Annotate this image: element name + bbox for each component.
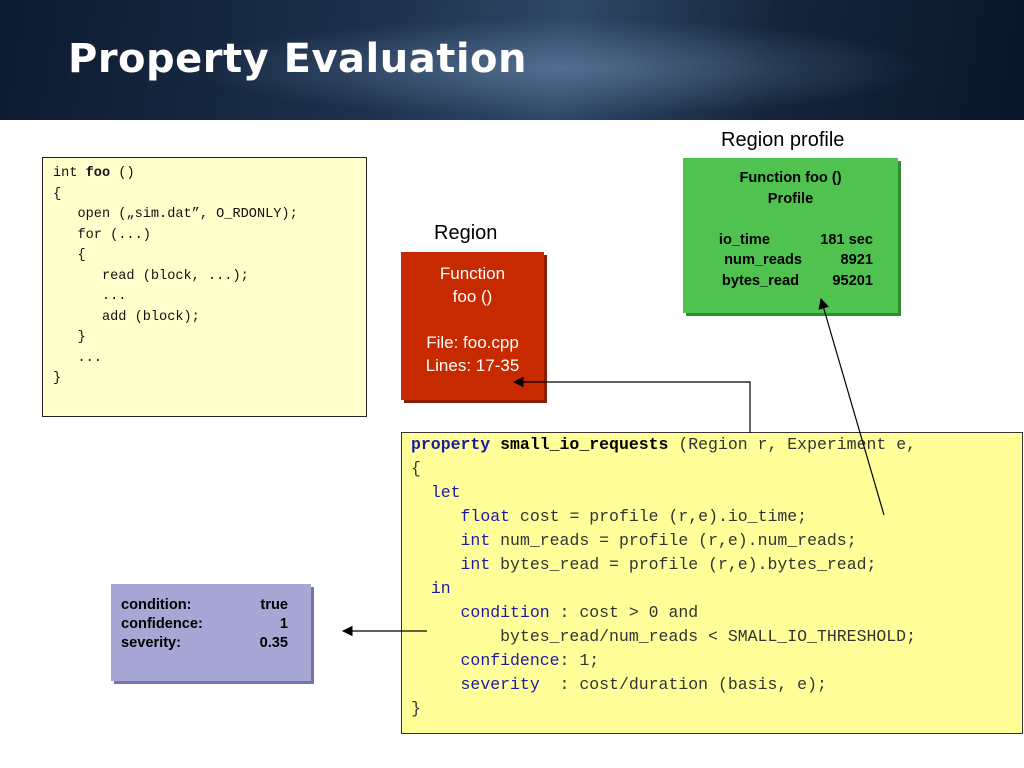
property-code-line: { (411, 457, 1013, 481)
code-token: property (411, 435, 491, 454)
profile-row: io_time 181 sec (683, 230, 898, 251)
arrow-property-to-region (512, 376, 751, 433)
profile-value: 181 sec (820, 231, 873, 248)
result-value: true (260, 597, 288, 613)
code-line: for (...) (53, 226, 356, 247)
code-token: int (53, 166, 86, 181)
code-token: int (460, 531, 491, 550)
property-code-line: severity : cost/duration (basis, e); (411, 673, 1013, 697)
code-token: open („sim.dat”, O_RDONLY); (53, 207, 298, 222)
property-code-line: int bytes_read = profile (r,e).bytes_rea… (411, 553, 1013, 577)
property-code-line: bytes_read/num_reads < SMALL_IO_THRESHOL… (411, 625, 1013, 649)
property-code-line: confidence: 1; (411, 649, 1013, 673)
property-code-line: } (411, 697, 1013, 721)
result-value: 1 (279, 616, 288, 632)
code-token: let (430, 483, 461, 502)
profile-value: 8921 (840, 252, 873, 268)
code-line: { (53, 246, 356, 267)
code-token: float (460, 507, 511, 526)
code-token: : cost > 0 and (549, 603, 699, 622)
code-line: } (53, 328, 356, 349)
property-code-line: in (411, 577, 1013, 601)
profile-row: num_reads 8921 (683, 250, 898, 271)
arrow-property-to-profile (818, 297, 885, 516)
code-token: in (430, 579, 451, 598)
result-row: severity: 0.35 (121, 634, 311, 653)
profile-row: bytes_read 95201 (683, 271, 898, 292)
result-key: confidence: (121, 616, 203, 632)
code-token: for (...) (53, 227, 151, 243)
region-lines: Lines: 17-35 (425, 356, 520, 375)
code-token: { (411, 459, 421, 478)
profile-heading-function: Function foo () (739, 170, 842, 186)
region-profile-caption: Region profile (721, 129, 845, 151)
code-token: } (53, 371, 62, 386)
code-token: read (block, ...); (53, 268, 249, 284)
property-definition-box: property small_io_requests (Region r, Ex… (401, 432, 1023, 734)
result-key: severity: (121, 635, 182, 651)
source-code-box: int foo (){ open („sim.dat”, O_RDONLY); … (42, 157, 367, 417)
code-token: cost = profile (r,e).io_time; (510, 507, 808, 526)
code-token: { (53, 186, 62, 202)
evaluation-result-card: condition: true confidence: 1 severity: … (111, 584, 311, 681)
code-line: open („sim.dat”, O_RDONLY); (53, 205, 356, 226)
profile-heading-label: Profile (767, 190, 814, 207)
result-key: condition: (121, 597, 192, 613)
code-token: condition (460, 603, 550, 622)
code-token: int (460, 555, 491, 574)
region-function-label: Function (439, 264, 506, 283)
profile-key: io_time (718, 231, 770, 248)
code-token: : 1; (559, 651, 600, 670)
region-function-name: foo () (452, 287, 493, 306)
code-token: add (block); (53, 309, 200, 325)
code-token: } (53, 330, 86, 345)
code-token: ... (53, 289, 127, 304)
code-token: num_reads = profile (r,e).num_reads; (490, 531, 857, 550)
profile-key: num_reads (724, 252, 802, 268)
property-code-line: let (411, 481, 1013, 505)
code-token: small_io_requests (500, 435, 669, 454)
code-line: ... (53, 349, 356, 370)
profile-key: bytes_read (721, 272, 799, 289)
region-caption: Region (434, 222, 498, 244)
code-token: : cost/duration (basis, e); (539, 675, 827, 694)
result-row: confidence: 1 (121, 615, 311, 634)
result-value: 0.35 (259, 635, 288, 651)
property-code-line: int num_reads = profile (r,e).num_reads; (411, 529, 1013, 553)
property-code-line: condition : cost > 0 and (411, 601, 1013, 625)
code-token: bytes_read/num_reads < SMALL_IO_THRESHOL… (411, 627, 916, 646)
result-row: condition: true (121, 596, 311, 615)
code-token: confidence (460, 651, 560, 670)
code-line: int foo () (53, 164, 356, 185)
region-profile-card: Function foo () Profile io_time 181 sec … (683, 158, 898, 313)
code-line: { (53, 185, 356, 206)
code-token: } (411, 699, 421, 718)
code-line: read (block, ...); (53, 267, 356, 288)
code-token: { (53, 248, 86, 263)
page-title: Property Evaluation (68, 36, 527, 82)
code-token: bytes_read = profile (r,e).bytes_read; (490, 555, 877, 574)
region-file: File: foo.cpp (426, 333, 519, 352)
code-token: () (110, 166, 135, 181)
code-token: foo (85, 166, 111, 181)
code-token: ... (53, 350, 102, 366)
code-line: ... (53, 287, 356, 308)
profile-value: 95201 (832, 272, 873, 289)
region-card: Function foo () File: foo.cpp Lines: 17-… (401, 252, 544, 400)
title-banner: Property Evaluation (0, 0, 1024, 120)
code-line: add (block); (53, 308, 356, 329)
code-token: severity (460, 675, 540, 694)
code-line: } (53, 369, 356, 390)
property-code-line: float cost = profile (r,e).io_time; (411, 505, 1013, 529)
